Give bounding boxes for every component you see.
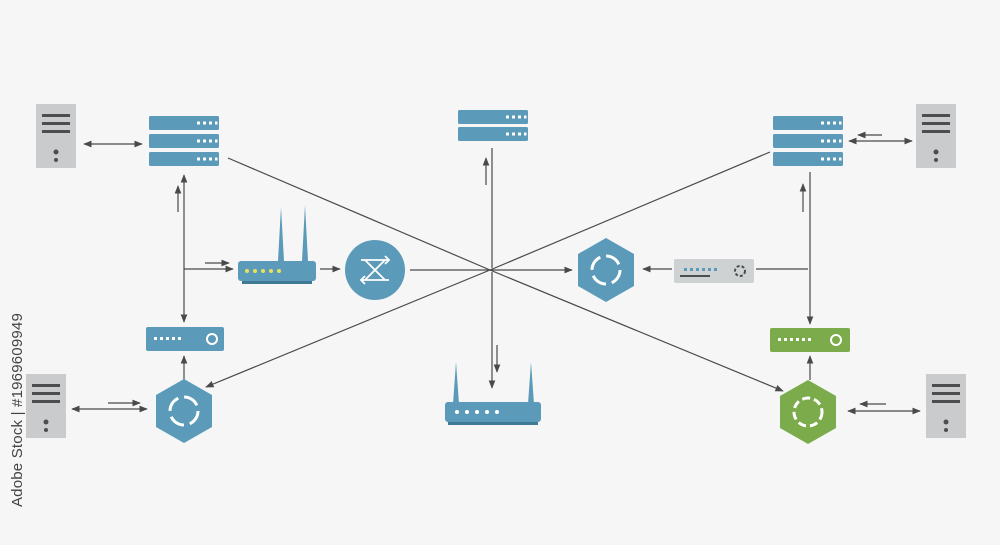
- switch-icon: [345, 240, 405, 300]
- edges: [71, 131, 921, 415]
- hexagon-hub-icon: [576, 236, 636, 304]
- modem-icon: [674, 259, 754, 283]
- hexagon-hub-icon: [778, 378, 838, 446]
- server-rack-icon: [773, 116, 843, 166]
- modem-icon: [146, 327, 224, 351]
- server-tower-icon: [36, 104, 76, 168]
- stock-id-label: Adobe Stock | #1969609949: [9, 312, 26, 508]
- server-tower-icon: [916, 104, 956, 168]
- hexagon-hub-icon: [154, 377, 214, 445]
- server-tower-icon: [926, 374, 966, 438]
- edge-center-to-hub-left: [205, 269, 491, 388]
- server-tower-icon: [26, 374, 66, 438]
- edge-center-to-hub-green: [489, 269, 784, 392]
- server-rack-icon: [458, 110, 528, 141]
- server-rack-icon: [149, 116, 219, 166]
- router-icon: [238, 205, 316, 284]
- router-icon: [445, 362, 541, 425]
- edge-rack-tr-to-center: [489, 151, 771, 271]
- edge-rack-tl-to-center: [227, 157, 491, 271]
- modem-icon: [770, 328, 850, 352]
